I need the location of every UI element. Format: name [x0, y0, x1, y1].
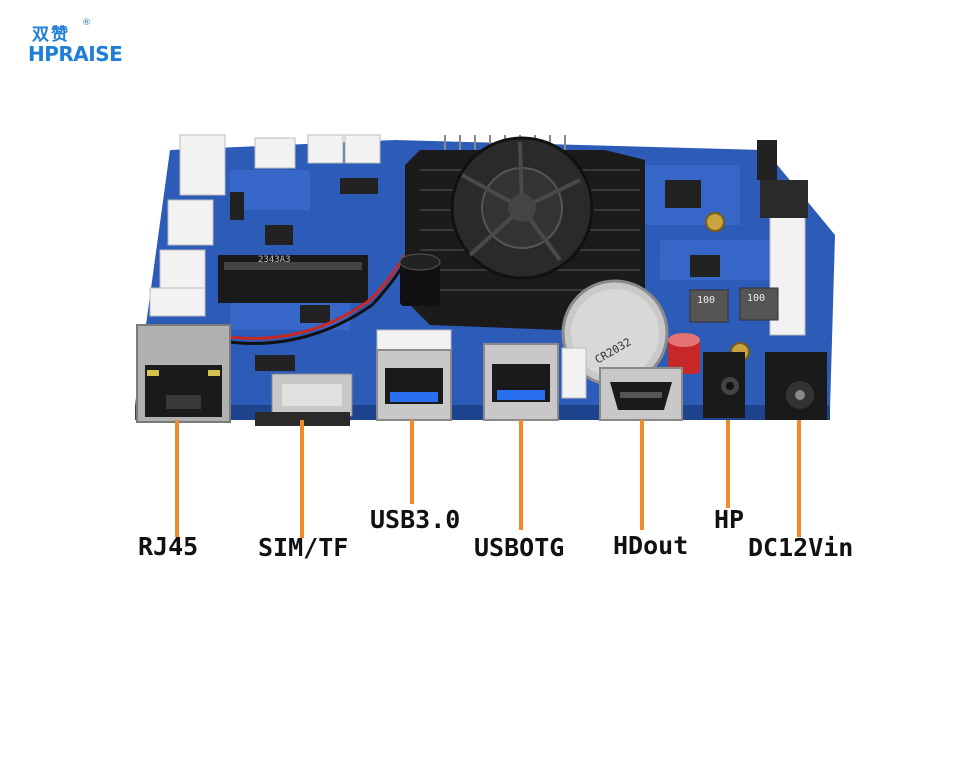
heatsink	[405, 135, 645, 330]
usbotg-label: USBOTG	[474, 533, 565, 562]
hp-leader-line	[726, 420, 730, 508]
usbotg-leader-line	[519, 420, 523, 530]
dc-power-jack	[765, 352, 827, 420]
usb30-leader-line	[410, 420, 414, 504]
headphone-jack	[703, 352, 745, 418]
rj45-leader-line	[175, 420, 179, 537]
sim-tf-leader-line	[300, 420, 304, 538]
brand-logo: 双赞 ® HPRAISE	[24, 18, 134, 70]
usb30-port	[376, 329, 452, 421]
sim-tf-slot	[255, 373, 353, 426]
heatsink-chip-marking: 2343A3	[258, 255, 291, 265]
hdmi-port	[599, 367, 683, 421]
inductor-2-marking: 100	[747, 293, 765, 304]
hdout-leader-line	[640, 420, 644, 530]
rj45-port	[136, 324, 231, 423]
dc12vin-leader-line	[797, 420, 801, 537]
inductor-1-marking: 100	[697, 295, 715, 306]
hp-label: HP	[714, 505, 745, 534]
logo-chinese-text: 双赞	[32, 25, 70, 45]
coin-battery: CR2032	[561, 279, 669, 387]
logo-english-text: HPRAISE	[28, 42, 123, 66]
usbotg-port	[483, 343, 587, 421]
usb30-label: USB3.0	[370, 505, 461, 534]
capacitor	[399, 253, 700, 374]
logo-registered-mark: ®	[82, 18, 91, 28]
sim-tf-label: SIM/TF	[258, 533, 349, 562]
rj45-label: RJ45	[138, 532, 199, 561]
hdout-label: HDout	[613, 531, 689, 560]
dc12vin-label: DC12Vin	[748, 533, 854, 562]
